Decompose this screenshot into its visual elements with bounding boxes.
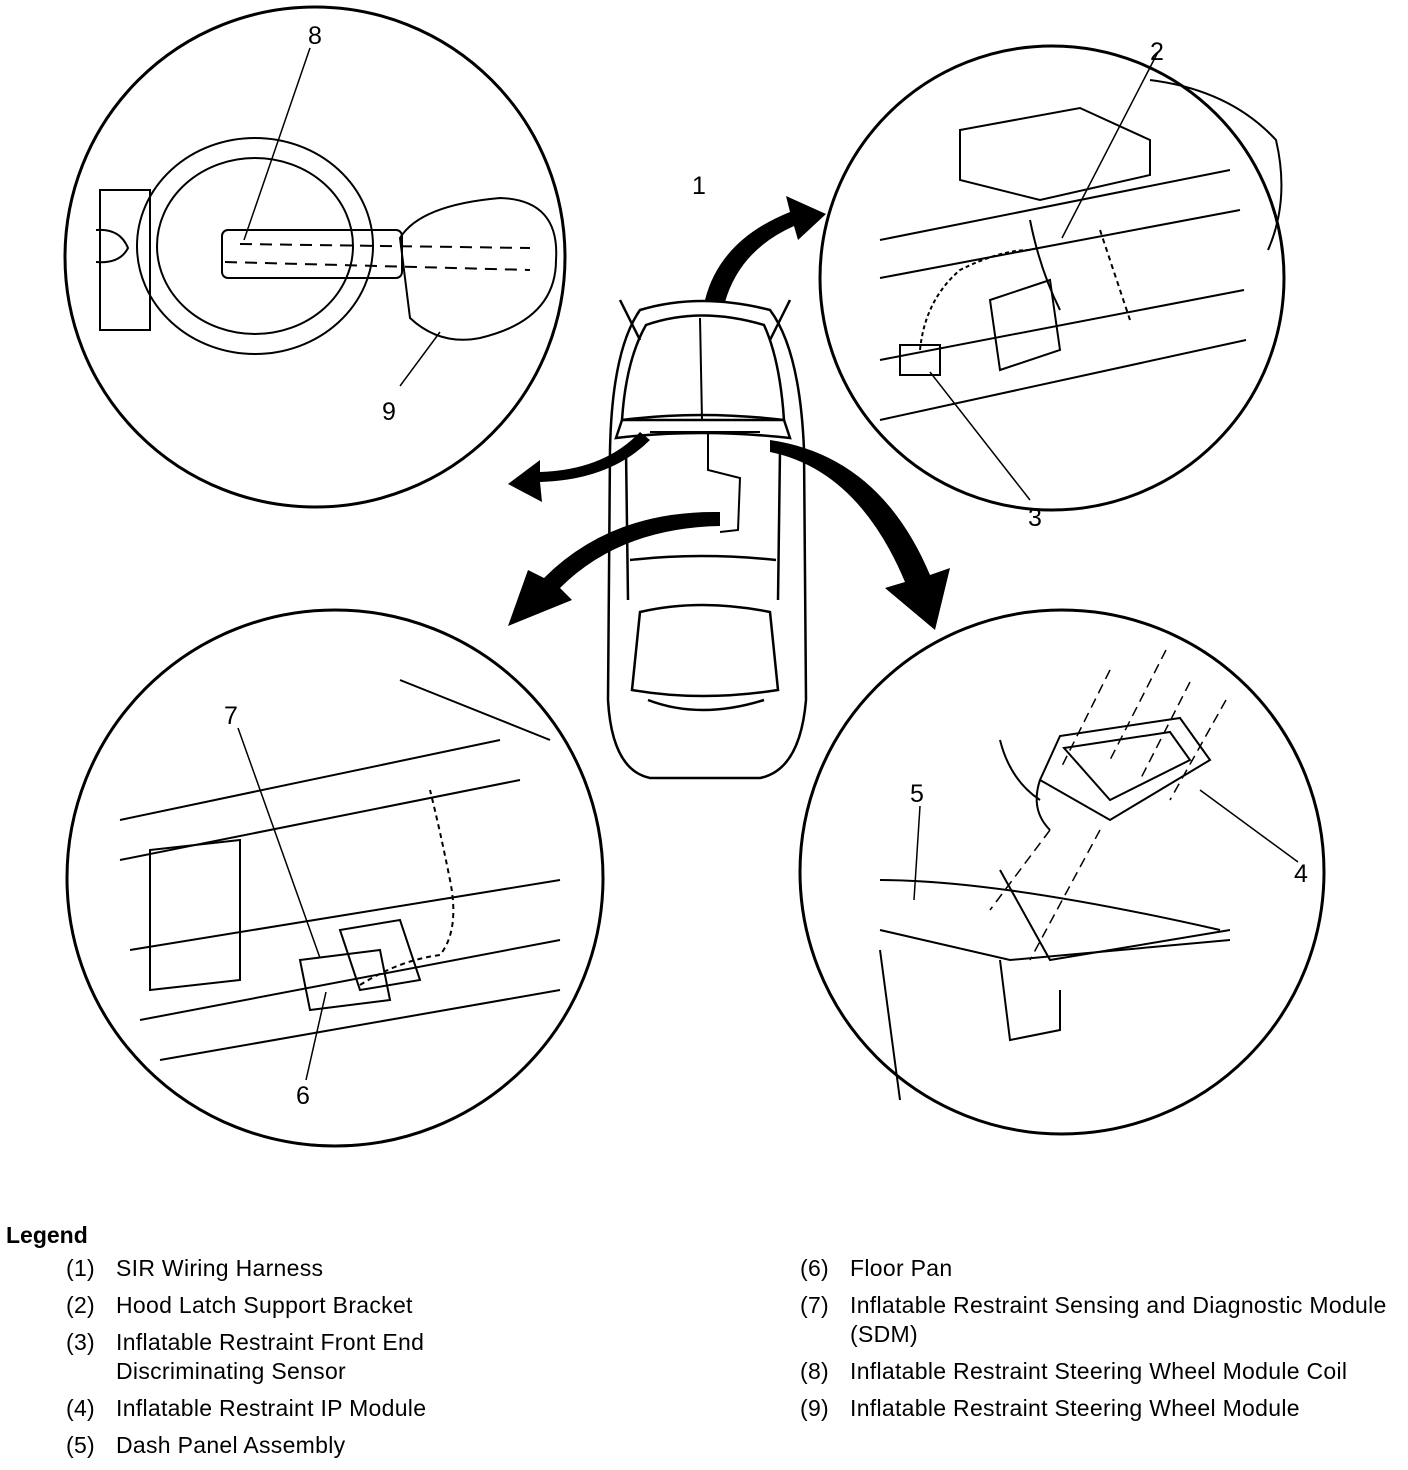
leader-5 xyxy=(913,805,921,901)
legend-item-label: Floor Pan xyxy=(850,1255,953,1281)
front-sensor-detail xyxy=(818,44,1286,512)
legend-item-label: Inflatable Restraint IP Module xyxy=(116,1395,427,1421)
callout-8: 8 xyxy=(308,22,322,50)
callout-7: 7 xyxy=(224,702,238,730)
legend-item: (5) Dash Panel Assembly xyxy=(66,1431,506,1460)
leader-4 xyxy=(1199,789,1299,863)
legend-column-right: (6) Floor Pan (7) Inflatable Restraint Sen… xyxy=(800,1254,1400,1431)
harness-route xyxy=(650,317,760,533)
sir-component-diagram: 1 2 3 4 5 6 7 8 9 xyxy=(63,5,1326,1148)
legend-item: (9) Inflatable Restraint Steering Wheel M… xyxy=(800,1394,1400,1423)
legend-item-label: Inflatable Restraint Steering Wheel Modu… xyxy=(850,1395,1300,1421)
legend-item-number: (8) xyxy=(800,1358,830,1384)
arrow-to-ip-module xyxy=(770,440,950,630)
leader-7 xyxy=(237,727,321,959)
legend-item: (7) Inflatable Restraint Sensing and Diag… xyxy=(800,1291,1400,1349)
legend-item-label: SIR Wiring Harness xyxy=(116,1255,324,1281)
callout-6: 6 xyxy=(296,1082,310,1110)
legend-item-label: Inflatable Restraint Sensing and Diagnos… xyxy=(850,1292,1387,1347)
callout-3: 3 xyxy=(1028,504,1042,532)
legend-item: (8) Inflatable Restraint Steering Wheel M… xyxy=(800,1357,1400,1386)
legend-item: (2) Hood Latch Support Bracket xyxy=(66,1291,506,1320)
legend-item-number: (1) xyxy=(66,1255,96,1281)
leader-6 xyxy=(305,991,327,1081)
legend-item-label: Inflatable Restraint Steering Wheel Modu… xyxy=(850,1358,1348,1384)
legend-item-label: Dash Panel Assembly xyxy=(116,1432,346,1458)
legend-item: (3) Inflatable Restraint Front End Discri… xyxy=(66,1328,506,1386)
leader-8 xyxy=(243,47,311,241)
legend-item-label: Hood Latch Support Bracket xyxy=(116,1292,413,1318)
steering-wheel-detail xyxy=(63,5,567,509)
arrow-to-steering-wheel xyxy=(508,432,650,502)
arrow-to-front-sensor xyxy=(705,196,826,302)
ip-module-detail xyxy=(798,608,1326,1136)
car-top-view xyxy=(606,299,808,780)
callout-5: 5 xyxy=(910,780,924,808)
legend-item: (1) SIR Wiring Harness xyxy=(66,1254,506,1283)
legend: Legend (1) SIR Wiring Harness (2) Hood Lat… xyxy=(0,1216,1408,1470)
callout-labels: 1 2 3 4 5 6 7 8 9 xyxy=(224,22,1308,1110)
legend-title: Legend xyxy=(6,1222,88,1248)
legend-item: (4) Inflatable Restraint IP Module xyxy=(66,1394,506,1423)
legend-item-number: (4) xyxy=(66,1395,96,1421)
legend-item-number: (5) xyxy=(66,1432,96,1458)
legend-column-left: (1) SIR Wiring Harness (2) Hood Latch Supp… xyxy=(66,1254,506,1468)
leader-2 xyxy=(1061,51,1159,239)
sdm-detail xyxy=(65,608,605,1148)
detail-arrows xyxy=(508,196,950,630)
legend-item: (6) Floor Pan xyxy=(800,1254,1400,1283)
leader-9 xyxy=(399,331,441,387)
callout-2: 2 xyxy=(1150,38,1164,66)
legend-item-number: (3) xyxy=(66,1329,96,1355)
legend-item-number: (7) xyxy=(800,1292,830,1318)
legend-item-number: (6) xyxy=(800,1255,830,1281)
legend-item-number: (9) xyxy=(800,1395,830,1421)
legend-item-label: Inflatable Restraint Front End Discrimin… xyxy=(116,1329,425,1384)
leader-3 xyxy=(929,371,1031,501)
callout-4: 4 xyxy=(1294,860,1308,888)
callout-1: 1 xyxy=(692,172,706,200)
legend-item-number: (2) xyxy=(66,1292,96,1318)
arrow-to-sdm xyxy=(508,511,720,626)
callout-9: 9 xyxy=(382,398,396,426)
